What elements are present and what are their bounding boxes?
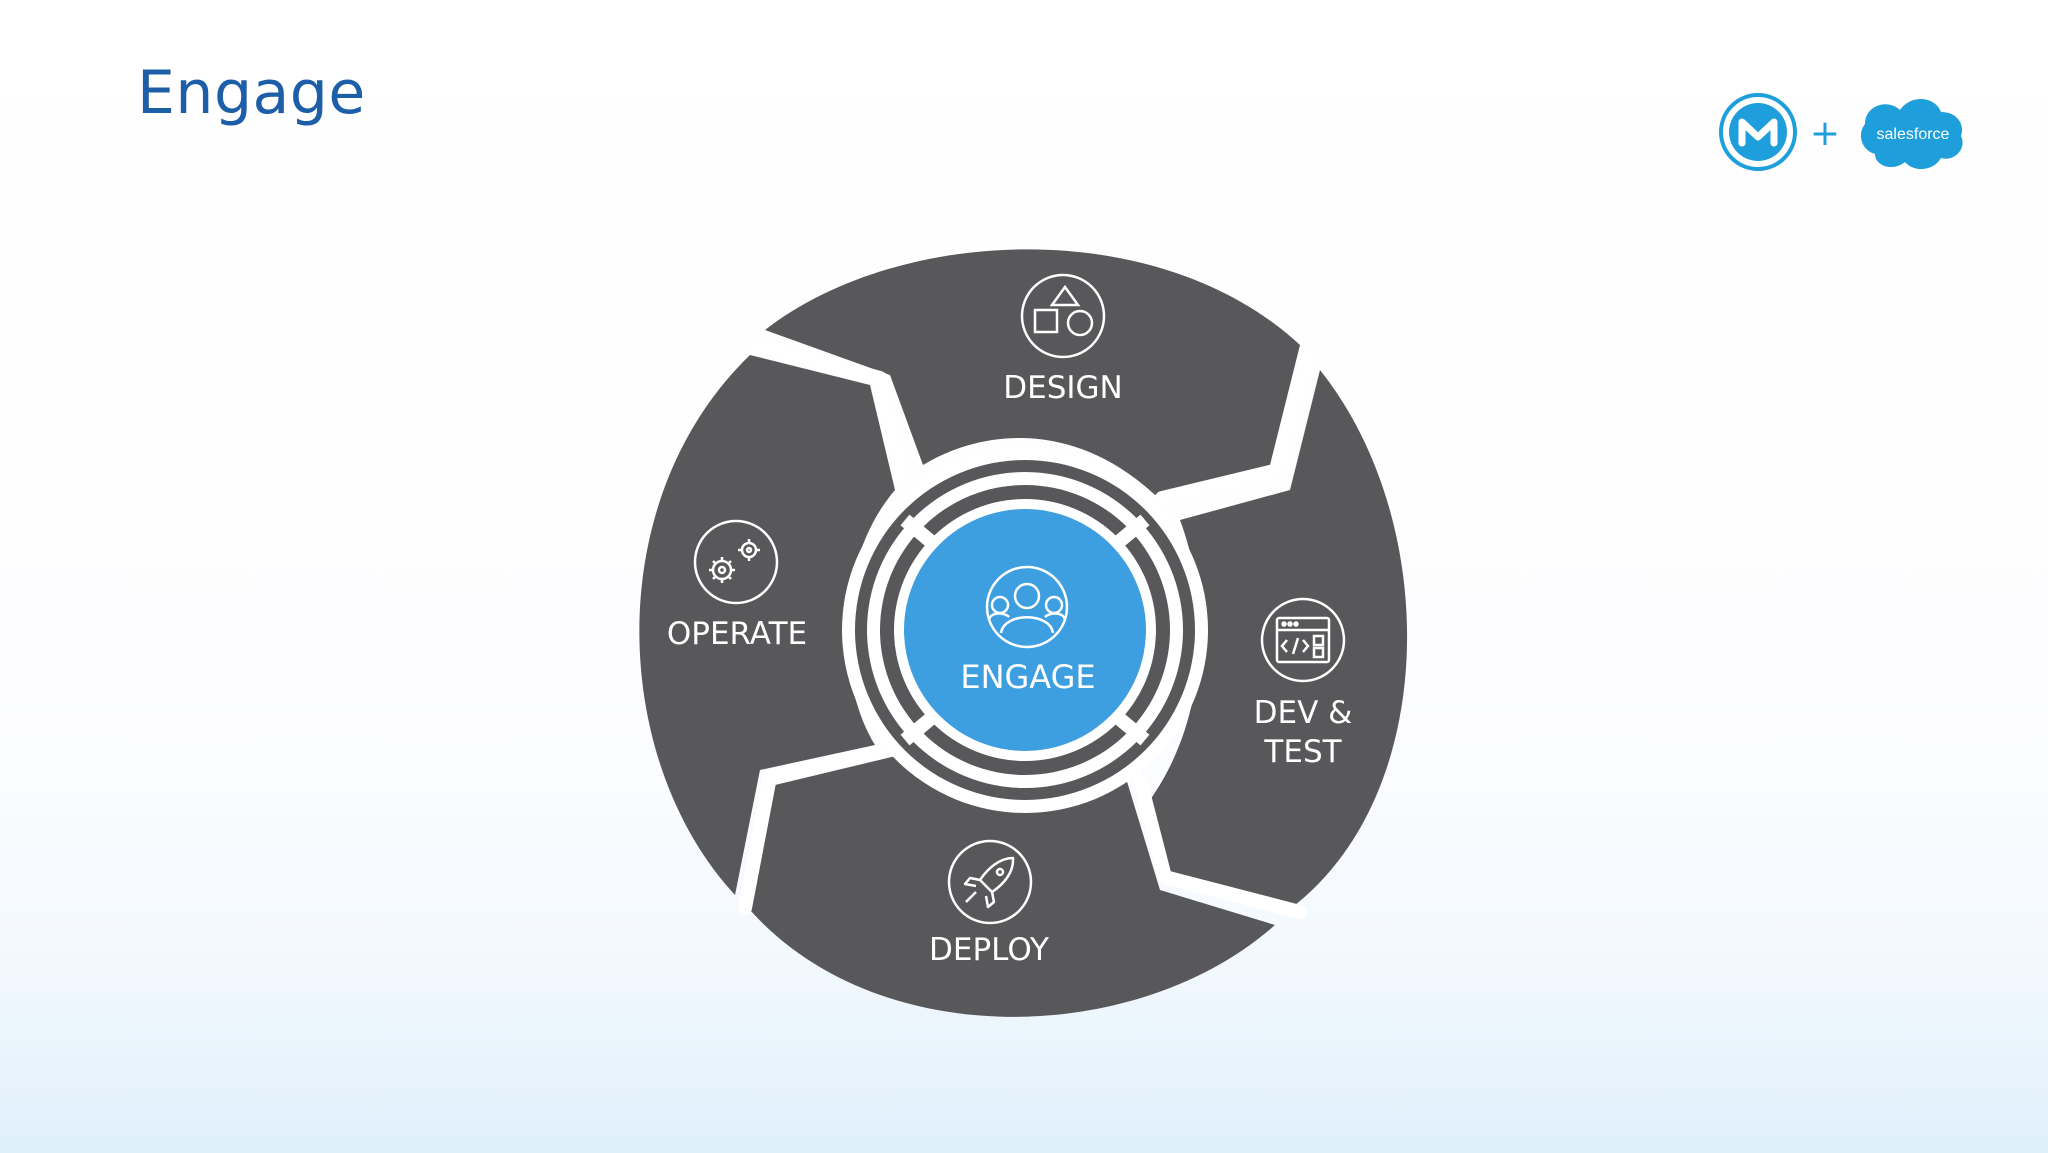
operate-stage: OPERATE bbox=[667, 519, 807, 652]
center-circle bbox=[904, 509, 1146, 751]
center-engage: ENGAGE bbox=[904, 509, 1146, 751]
plus-sign: + bbox=[1810, 113, 1840, 154]
salesforce-wordmark: salesforce bbox=[1877, 126, 1950, 143]
outer-wheel bbox=[639, 249, 1408, 1017]
dev-test-label-line2: TEST bbox=[1263, 734, 1342, 770]
gears-icon bbox=[693, 519, 779, 605]
segment-dividers bbox=[738, 338, 1315, 919]
logos: + salesforce bbox=[1719, 93, 1963, 171]
mulesoft-logo-icon bbox=[1719, 93, 1797, 171]
code-window-icon bbox=[1260, 597, 1346, 683]
people-group-icon bbox=[985, 565, 1069, 649]
design-stage: DESIGN bbox=[1003, 273, 1123, 406]
shapes-icon bbox=[1020, 273, 1106, 359]
deploy-label: DEPLOY bbox=[929, 932, 1049, 968]
dev-test-label-line1: DEV & bbox=[1254, 695, 1353, 731]
center-label: ENGAGE bbox=[960, 658, 1095, 696]
operate-label: OPERATE bbox=[667, 616, 807, 652]
segment-operate bbox=[639, 355, 895, 895]
deploy-stage: DEPLOY bbox=[929, 839, 1049, 968]
segment-dev-test bbox=[1150, 370, 1408, 905]
salesforce-logo: salesforce bbox=[1860, 98, 1963, 170]
page-title: Engage bbox=[137, 58, 366, 128]
segment-deploy bbox=[750, 755, 1275, 1017]
design-label: DESIGN bbox=[1003, 370, 1123, 406]
rocket-icon bbox=[947, 839, 1033, 925]
segment-design bbox=[765, 249, 1300, 495]
dev-test-stage: DEV & TEST bbox=[1254, 597, 1353, 770]
